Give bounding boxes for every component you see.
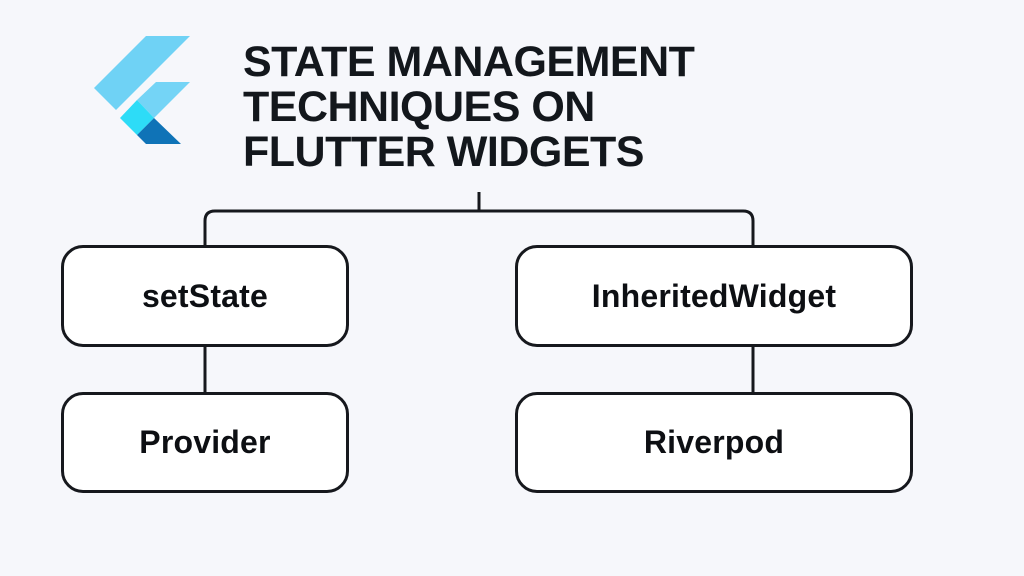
connector-bus-to-top-nodes (203, 209, 755, 245)
node-riverpod-label: Riverpod (643, 424, 785, 460)
flutter-logo-svg (94, 36, 190, 144)
node-provider[interactable]: Provider (61, 392, 349, 493)
flutter-logo-mid-wing (137, 82, 190, 118)
page-title-line-3: FLUTTER WIDGETS (243, 128, 644, 176)
node-inheritedwidget-label: InheritedWidget (591, 277, 837, 314)
node-inheritedwidget[interactable]: InheritedWidget (515, 245, 913, 347)
page-title: STATE MANAGEMENT TECHNIQUES ON FLUTTER W… (243, 40, 843, 175)
flutter-logo-cyan-fold (120, 100, 154, 135)
node-provider-label: Provider (139, 424, 271, 460)
flutter-logo (92, 36, 190, 144)
page-title-line-2: TECHNIQUES ON (243, 83, 595, 131)
node-setstate[interactable]: setState (61, 245, 349, 347)
flutter-logo-upper-wing (94, 36, 190, 110)
node-setstate-label: setState (141, 277, 269, 314)
page-title-line-1: STATE MANAGEMENT (243, 38, 695, 86)
node-riverpod[interactable]: Riverpod (515, 392, 913, 493)
flutter-logo-dark-fold (137, 118, 181, 144)
